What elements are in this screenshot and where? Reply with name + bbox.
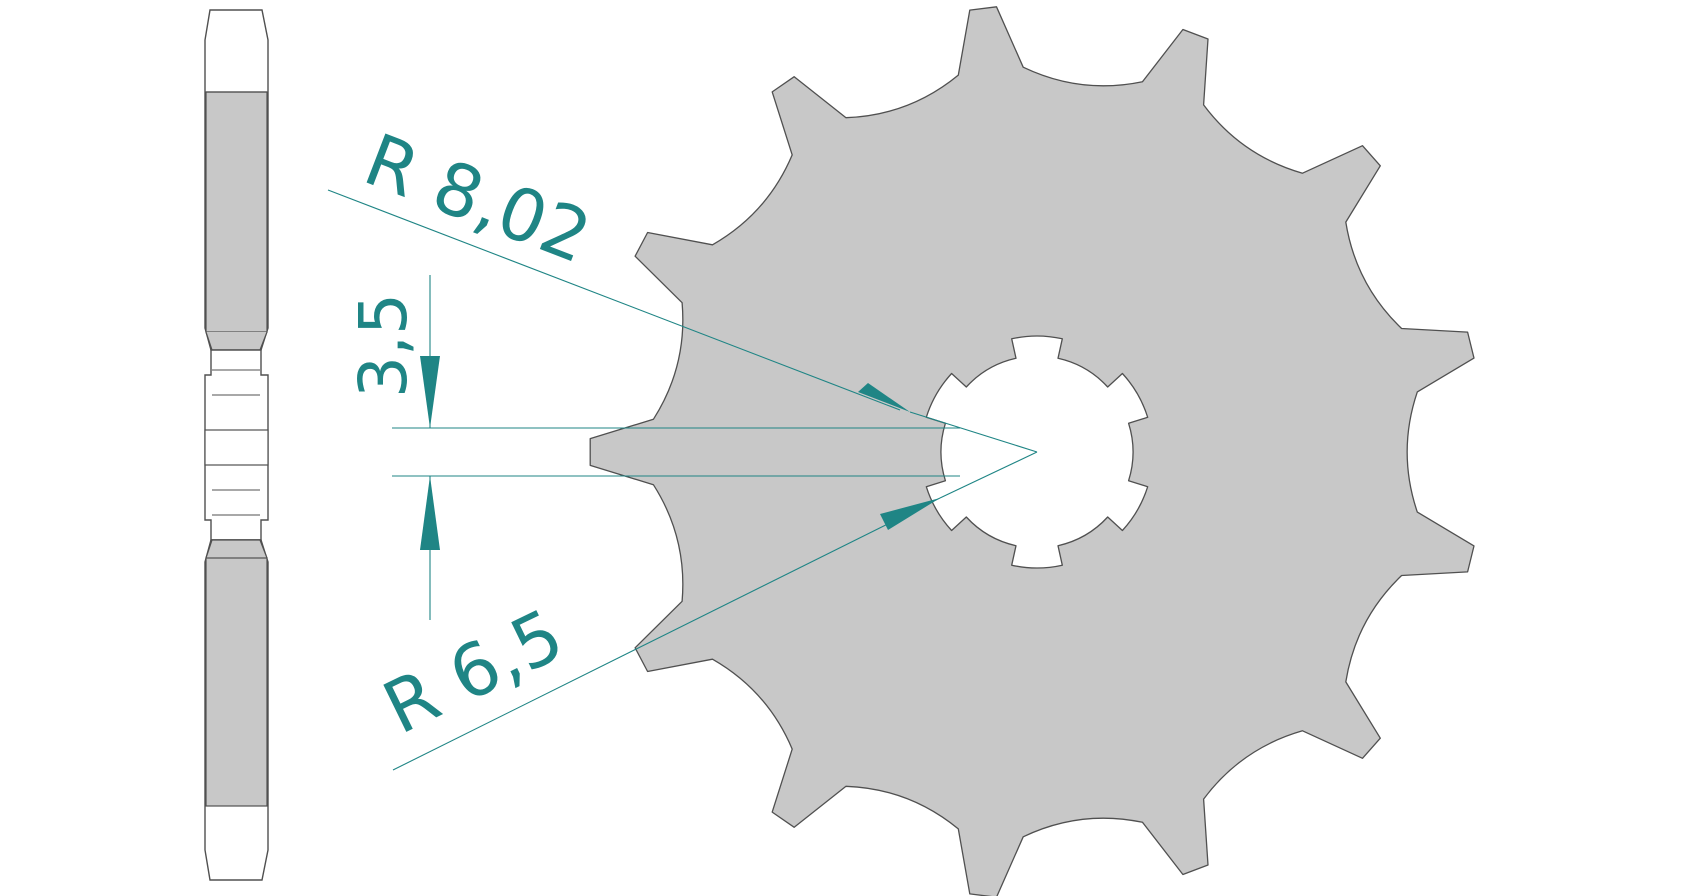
sprocket-front-view [589,6,1475,896]
inner-radius-leader [392,497,941,771]
side-view-bottom-band [205,557,268,807]
outer-radius-arrow [858,383,910,412]
outer-radius-label: R 8,02 [354,117,602,279]
side-view-top-chamfer [205,331,268,351]
key-width-label: 3,5 [345,293,422,398]
side-view-bottom-chamfer [205,539,268,559]
inner-radius-arrow [880,498,940,530]
side-view-top-band [205,91,268,333]
inner-radius-label: R 6,5 [371,593,576,751]
sprocket-side-view [204,9,269,881]
dimension-annotations [327,189,1038,771]
key-width-arrow-top [420,356,440,428]
key-width-arrow-bottom [420,476,440,550]
outer-radius-leader [327,189,901,411]
